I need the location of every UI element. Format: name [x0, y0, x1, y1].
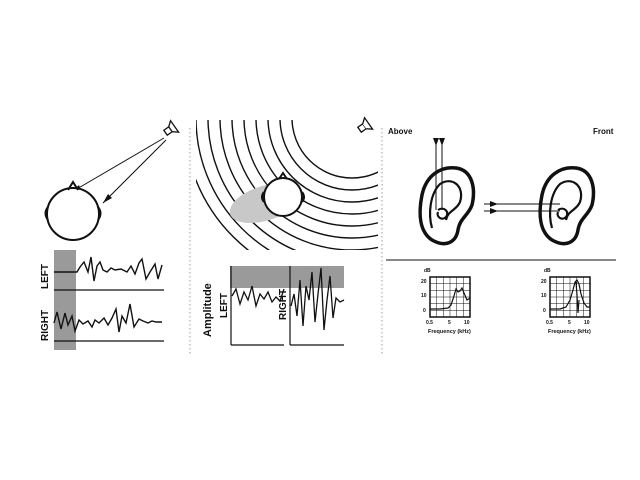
- right-channel-label: RIGHT: [40, 310, 51, 341]
- sound-path-near: [102, 139, 167, 204]
- ytick-0: 0: [543, 308, 546, 314]
- ylabel: dB: [544, 268, 551, 274]
- xlabel: Frequency (kHz): [428, 329, 471, 335]
- arrowhead-near: [103, 194, 112, 203]
- above-label: Above: [388, 127, 413, 136]
- panel-2-level-difference: Amplitude LEFT RIGHT: [196, 116, 378, 346]
- xtick-0.5: 0.5: [546, 320, 553, 326]
- ytick-10: 10: [421, 293, 427, 299]
- graph-grid: [430, 277, 470, 317]
- head-icon: [261, 171, 305, 217]
- notch-curve: [575, 281, 580, 314]
- ytick-20: 20: [541, 279, 547, 285]
- onset-delay-shade: [54, 250, 76, 350]
- frequency-response-graph-front: dB 20 10 0 0.5 5 10 Frequency (kHz): [541, 268, 591, 335]
- ear-icon: [538, 166, 596, 246]
- frequency-response-graph-above: dB 20 10 0 0.5 5 10 Frequency (kHz): [421, 268, 471, 335]
- arrowhead-front-1: [490, 201, 498, 207]
- head-icon: [44, 180, 102, 241]
- ytick-10: 10: [541, 293, 547, 299]
- right-waveform: [290, 267, 345, 331]
- amplitude-axis-label: Amplitude: [202, 283, 214, 337]
- panel-1-binaural-timing: LEFT RIGHT: [40, 119, 180, 350]
- arrowhead-front-2: [490, 208, 498, 214]
- speaker-icon: [356, 116, 374, 134]
- front-label: Front: [593, 127, 614, 136]
- ytick-20: 20: [421, 279, 427, 285]
- left-waveform: [54, 256, 163, 282]
- panel-3-pinna-filtering: Above Front: [386, 127, 616, 335]
- xtick-10: 10: [584, 320, 590, 326]
- response-curve: [430, 286, 471, 310]
- arrowhead-above-2: [439, 138, 445, 146]
- speaker-icon: [162, 119, 180, 137]
- xtick-0.5: 0.5: [426, 320, 433, 326]
- xtick-10: 10: [464, 320, 470, 326]
- ear-icon: [418, 166, 476, 246]
- response-curve: [550, 278, 590, 310]
- arrowhead-above-1: [433, 138, 439, 146]
- right-waveform: [53, 303, 162, 334]
- sound-path-far: [69, 137, 165, 194]
- ytick-0: 0: [423, 308, 426, 314]
- wavefront-arcs: [196, 120, 378, 250]
- left-waveform: [231, 285, 285, 309]
- xlabel: Frequency (kHz): [548, 329, 591, 335]
- xtick-5: 5: [568, 320, 571, 326]
- ylabel: dB: [424, 268, 431, 274]
- left-channel-label: LEFT: [40, 264, 51, 289]
- xtick-5: 5: [448, 320, 451, 326]
- amplitude-band: [230, 266, 344, 288]
- right-channel-label: RIGHT: [278, 289, 289, 320]
- graph-grid: [550, 277, 590, 317]
- left-channel-label: LEFT: [219, 293, 230, 318]
